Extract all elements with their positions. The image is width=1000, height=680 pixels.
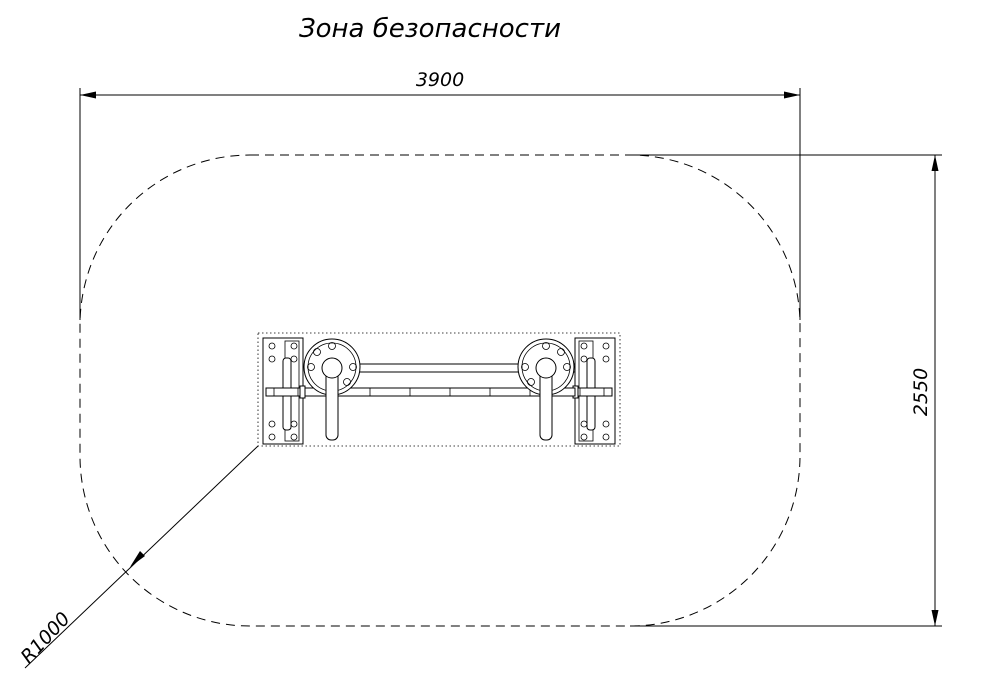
left-disc — [303, 338, 361, 441]
right-disc — [517, 338, 575, 441]
left-end-plate — [262, 337, 307, 445]
height-dimension: 2550 — [630, 154, 942, 627]
drawing-title: Зона безопасности — [299, 14, 561, 44]
equipment-footprint — [257, 332, 621, 447]
equipment-top-view — [257, 332, 621, 447]
radius-dimension: R1000 — [17, 445, 259, 669]
height-dimension-label: 2550 — [910, 368, 932, 416]
right-end-plate — [571, 337, 616, 445]
safety-zone-outline — [79, 154, 801, 627]
width-dimension: 3900 — [79, 69, 801, 320]
width-dimension-label: 3900 — [416, 69, 464, 91]
radius-dimension-label: R1000 — [17, 608, 75, 668]
